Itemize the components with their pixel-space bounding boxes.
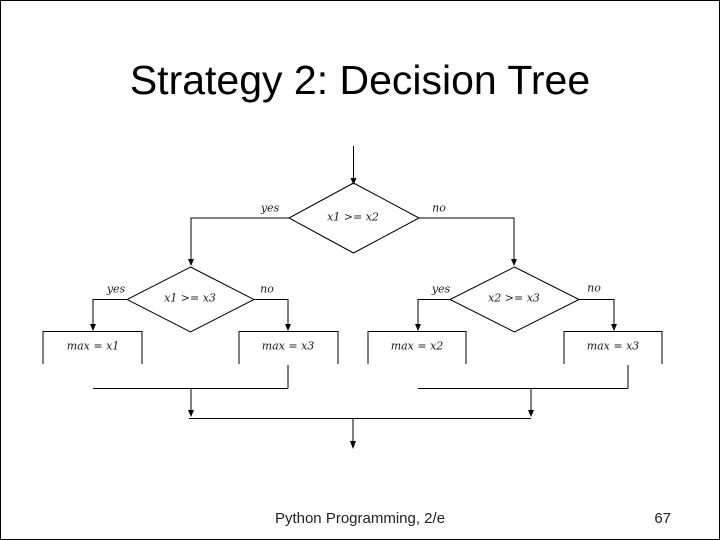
outcome-box-2 xyxy=(238,331,339,364)
right-yes-branch-line xyxy=(417,299,450,327)
footer-book-title: Python Programming, 2/e xyxy=(274,510,446,527)
outcome-box-4 xyxy=(563,331,663,364)
left-condition-label: x1 >= x3 xyxy=(164,291,216,305)
outcome-box-3-label: max = x2 xyxy=(390,339,444,353)
footer: Python Programming, 2/e 67 xyxy=(1,510,719,532)
left-no-branch-line xyxy=(254,299,289,327)
outcome-box-1-label: max = x1 xyxy=(66,339,120,353)
root-yes-branch-line xyxy=(190,217,289,262)
right-no-branch-line xyxy=(579,299,615,327)
root-no-branch-line xyxy=(419,217,515,262)
root-condition-label: x1 >= x2 xyxy=(327,210,379,224)
left-merge-lines xyxy=(93,365,289,412)
left-no-label: no xyxy=(260,282,274,296)
slide-title: Strategy 2: Decision Tree xyxy=(129,57,591,103)
root-yes-label: yes xyxy=(260,201,280,215)
right-no-label: no xyxy=(587,281,601,295)
right-diamond xyxy=(448,266,581,333)
left-yes-branch-line xyxy=(92,299,127,327)
page-number: 67 xyxy=(654,510,671,527)
outcome-box-2-label: max = x3 xyxy=(261,339,315,353)
right-condition-label: x2 >= x3 xyxy=(488,291,540,305)
outcome-box-3 xyxy=(367,331,467,364)
left-yes-label: yes xyxy=(106,282,126,296)
right-merge-lines xyxy=(418,365,629,412)
final-merge-line xyxy=(189,418,531,443)
left-diamond xyxy=(125,266,256,333)
root-no-label: no xyxy=(432,201,446,215)
outcome-box-4-label: max = x3 xyxy=(586,339,640,353)
right-yes-label: yes xyxy=(431,282,451,296)
arrowheads xyxy=(90,178,617,449)
outcome-box-1 xyxy=(42,331,143,364)
root-diamond xyxy=(287,182,421,254)
